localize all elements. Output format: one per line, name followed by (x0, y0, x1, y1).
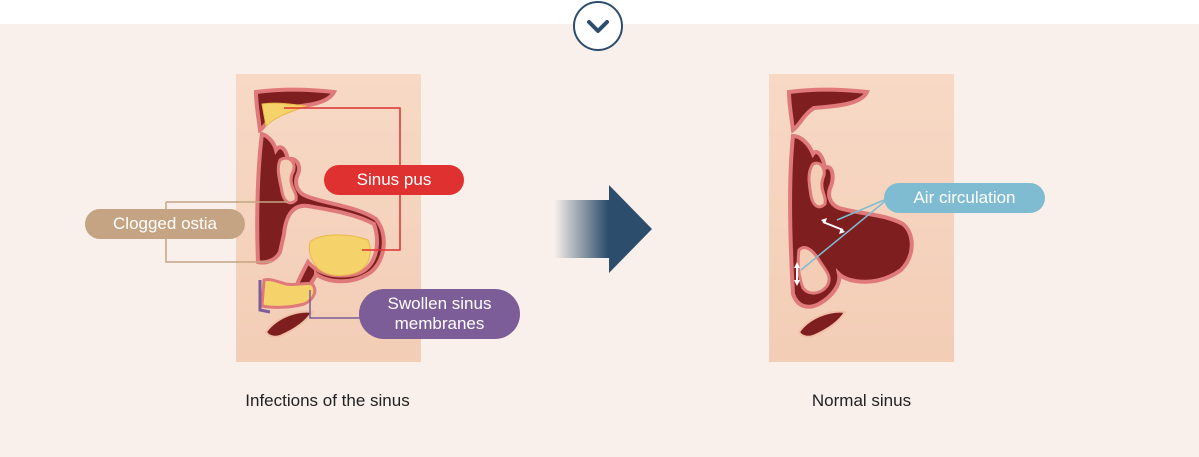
clogged-ostia-text: Clogged ostia (113, 214, 217, 233)
caption-normal: Normal sinus (811, 391, 912, 410)
infected-sinus-illustration (236, 74, 421, 362)
arrow-right-icon (554, 185, 652, 273)
air-circulation-label: Air circulation (884, 183, 1045, 213)
chevron-down-icon[interactable] (573, 1, 623, 51)
caption-infected: Infections of the sinus (245, 391, 410, 410)
swollen-membranes-label: Swollen sinus membranes (359, 289, 520, 339)
clogged-ostia-label: Clogged ostia (85, 209, 245, 239)
air-circulation-text: Air circulation (913, 188, 1016, 207)
normal-sinus-illustration (769, 74, 954, 362)
swollen-text-line1: Swollen sinus (387, 294, 492, 313)
sinus-pus-label: Sinus pus (324, 165, 464, 195)
swollen-text-line2: membranes (394, 314, 485, 333)
sinus-pus-text: Sinus pus (356, 170, 432, 189)
